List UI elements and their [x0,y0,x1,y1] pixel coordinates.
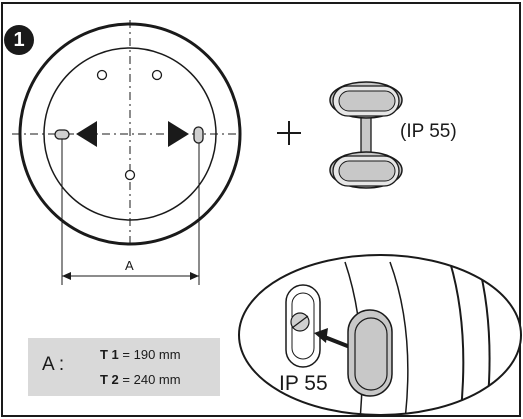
seal-plug-icon [329,81,403,189]
mounting-hole-bottom [124,169,136,181]
detail-view [285,261,491,415]
spec-row-t1: T 1 = 190 mm [100,347,181,362]
dimension-label: A [125,258,134,273]
arrow-right-icon [168,121,189,147]
mounting-hole-top-right [151,69,163,81]
step-number-badge: 1 [4,25,34,55]
spec-prefix: A : [42,354,65,375]
dim-arrow-left [62,272,71,280]
spec-key: T 1 [100,347,119,362]
spec-value: = 190 mm [122,347,181,362]
slot-left [54,129,70,140]
detail-ip-rating-label: IP 55 [279,372,328,395]
slot-right [193,126,204,144]
spec-key: T 2 [100,372,119,387]
specification-box [28,338,220,396]
spec-value: = 240 mm [122,372,181,387]
mounting-hole-top-left [96,69,108,81]
arrow-left-icon [76,121,97,147]
spec-row-t2: T 2 = 240 mm [100,372,181,387]
dim-arrow-right [190,272,199,280]
seal-ip-rating-label: (IP 55) [400,121,457,142]
